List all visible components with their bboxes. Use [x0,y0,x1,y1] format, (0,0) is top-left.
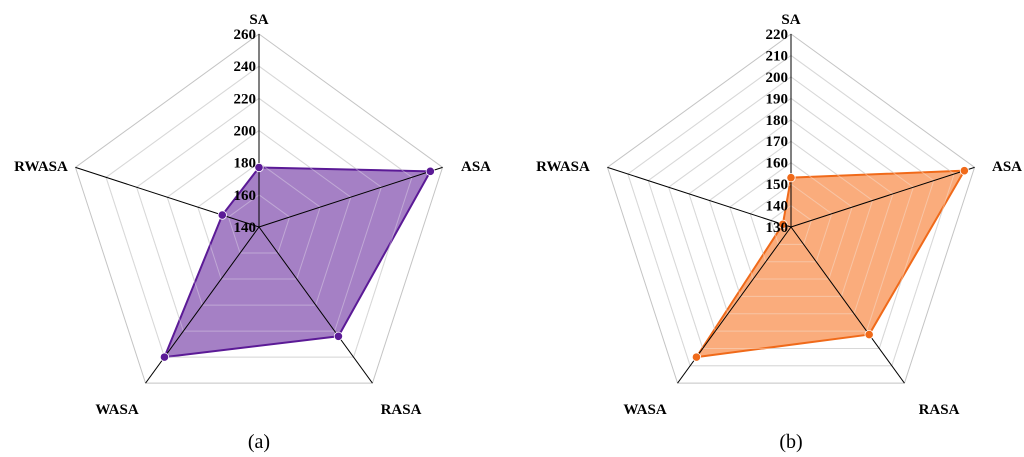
grid-ring-overlay [668,97,914,332]
grid-ring-overlay [729,162,853,280]
data-point-rwasa [217,210,227,220]
axis-spoke-asa [258,166,443,228]
grid-ring-overlay [647,76,935,349]
data-point-wasa [691,352,702,362]
tick-label: 220 [234,91,257,107]
grid-ring-overlay [708,140,874,297]
axis-label-rwasa: RWASA [14,159,68,175]
axis-label-wasa: WASA [95,402,139,418]
grid-ring-overlay [627,54,955,367]
axis-label-asa: ASA [992,159,1022,175]
tick-label: 200 [766,70,789,86]
data-point-wasa [159,352,170,362]
data-point-sa [254,162,264,173]
grid-ring-overlay [227,194,291,254]
data-point-rasa [333,331,344,341]
tick-label: 240 [234,59,257,75]
axis-label-rasa: RASA [381,402,422,418]
axis-label-sa: SA [249,12,268,28]
tick-label: 260 [234,27,257,43]
grid-ring-overlay [166,129,352,306]
axis-spoke-rasa [790,226,905,384]
grid-ring [627,54,955,367]
data-area [163,166,432,359]
axis-label-rwasa: RWASA [536,159,590,175]
axis-spoke-rwasa [75,166,260,228]
axis-label-rasa: RASA [919,402,960,418]
tick-label: 180 [766,113,789,129]
tick-label: 220 [766,27,789,43]
grid-ring [647,76,935,349]
tick-label: 130 [766,220,789,236]
tick-label: 180 [234,156,257,172]
data-point-rasa [864,329,874,340]
grid-ring-overlay [105,65,413,358]
tick-label: 160 [766,156,789,172]
grid-ring [606,33,976,384]
data-point-asa [425,166,435,176]
data-area [695,169,966,359]
tick-label: 140 [234,220,257,236]
panel-caption: (a) [248,431,270,453]
axis-spoke-asa [790,166,975,228]
tick-label: 190 [766,91,789,107]
tick-label: 200 [234,124,257,140]
tick-label: 150 [766,177,789,193]
axis-label-asa: ASA [461,159,491,175]
tick-label: 210 [766,48,789,64]
grid-ring-overlay [749,183,833,263]
axis-label-sa: SA [781,12,800,28]
tick-label: 160 [234,188,257,204]
data-point-sa [786,173,796,183]
axis-spoke-rwasa [607,166,792,228]
grid-ring [74,33,444,384]
data-point-asa [959,166,969,176]
axis-spoke-rasa [258,226,373,384]
tick-label: 170 [766,134,789,150]
grid-ring-overlay [197,162,321,280]
data-point-rwasa [778,219,788,229]
grid-ring-overlay [688,119,894,315]
panel-caption: (b) [779,431,802,453]
grid-ring-overlay [136,97,382,332]
axis-label-wasa: WASA [623,402,667,418]
grid-ring [105,65,413,358]
grid-ring-overlay [770,204,812,245]
tick-label: 140 [766,199,789,215]
